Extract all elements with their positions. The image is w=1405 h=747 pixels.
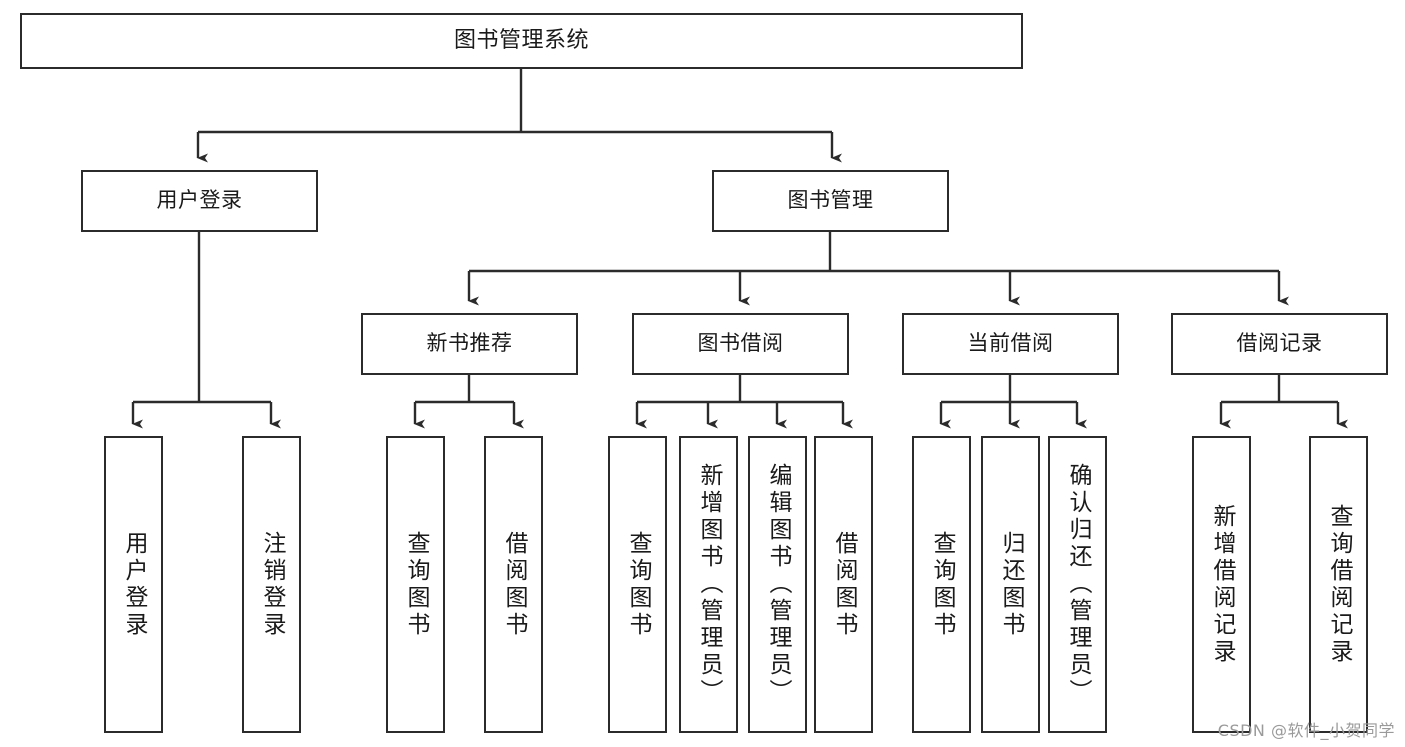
node-label: 用户登录 xyxy=(121,530,147,639)
node-label: 新增图书（管理员） xyxy=(696,463,722,706)
leaf-new-book-query[interactable]: 查询图书 xyxy=(386,436,445,733)
node-label: 查询图书 xyxy=(625,530,651,639)
leaf-user-login-login[interactable]: 用户登录 xyxy=(104,436,163,733)
leaf-borrow-record-add[interactable]: 新增借阅记录 xyxy=(1192,436,1251,733)
leaf-current-borrow-return[interactable]: 归还图书 xyxy=(981,436,1040,733)
node-root-book-management-system[interactable]: 图书管理系统 xyxy=(20,13,1023,69)
leaf-book-borrow-borrow[interactable]: 借阅图书 xyxy=(814,436,873,733)
leaf-book-borrow-edit-admin[interactable]: 编辑图书（管理员） xyxy=(748,436,807,733)
node-label: 当前借阅 xyxy=(967,331,1054,356)
node-label: 图书管理系统 xyxy=(453,27,589,53)
leaf-current-borrow-query[interactable]: 查询图书 xyxy=(912,436,971,733)
node-label: 图书借阅 xyxy=(697,331,784,356)
node-label: 新增借阅记录 xyxy=(1209,503,1235,666)
node-book-borrow[interactable]: 图书借阅 xyxy=(632,313,849,375)
node-label: 借阅图书 xyxy=(831,530,857,639)
csdn-watermark: CSDN @软件_小贺同学 xyxy=(1217,721,1395,740)
node-label: 查询借阅记录 xyxy=(1326,503,1352,666)
node-label: 借阅记录 xyxy=(1236,331,1323,356)
leaf-book-borrow-add-admin[interactable]: 新增图书（管理员） xyxy=(679,436,738,733)
node-borrow-record[interactable]: 借阅记录 xyxy=(1171,313,1388,375)
node-label: 注销登录 xyxy=(259,530,285,639)
leaf-current-borrow-confirm-admin[interactable]: 确认归还（管理员） xyxy=(1048,436,1107,733)
node-label: 归还图书 xyxy=(998,530,1024,639)
leaf-user-login-logout[interactable]: 注销登录 xyxy=(242,436,301,733)
leaf-book-borrow-query[interactable]: 查询图书 xyxy=(608,436,667,733)
node-label: 借阅图书 xyxy=(501,530,527,639)
node-label: 图书管理 xyxy=(787,188,874,213)
node-current-borrow[interactable]: 当前借阅 xyxy=(902,313,1119,375)
node-label: 编辑图书（管理员） xyxy=(765,463,791,706)
node-book-management[interactable]: 图书管理 xyxy=(712,170,949,232)
leaf-new-book-borrow[interactable]: 借阅图书 xyxy=(484,436,543,733)
node-label: 查询图书 xyxy=(403,530,429,639)
leaf-borrow-record-query[interactable]: 查询借阅记录 xyxy=(1309,436,1368,733)
node-new-book-recommend[interactable]: 新书推荐 xyxy=(361,313,578,375)
node-label: 确认归还（管理员） xyxy=(1065,463,1091,706)
node-label: 查询图书 xyxy=(929,530,955,639)
node-user-login[interactable]: 用户登录 xyxy=(81,170,318,232)
node-label: 新书推荐 xyxy=(426,331,513,356)
node-label: 用户登录 xyxy=(156,188,243,213)
